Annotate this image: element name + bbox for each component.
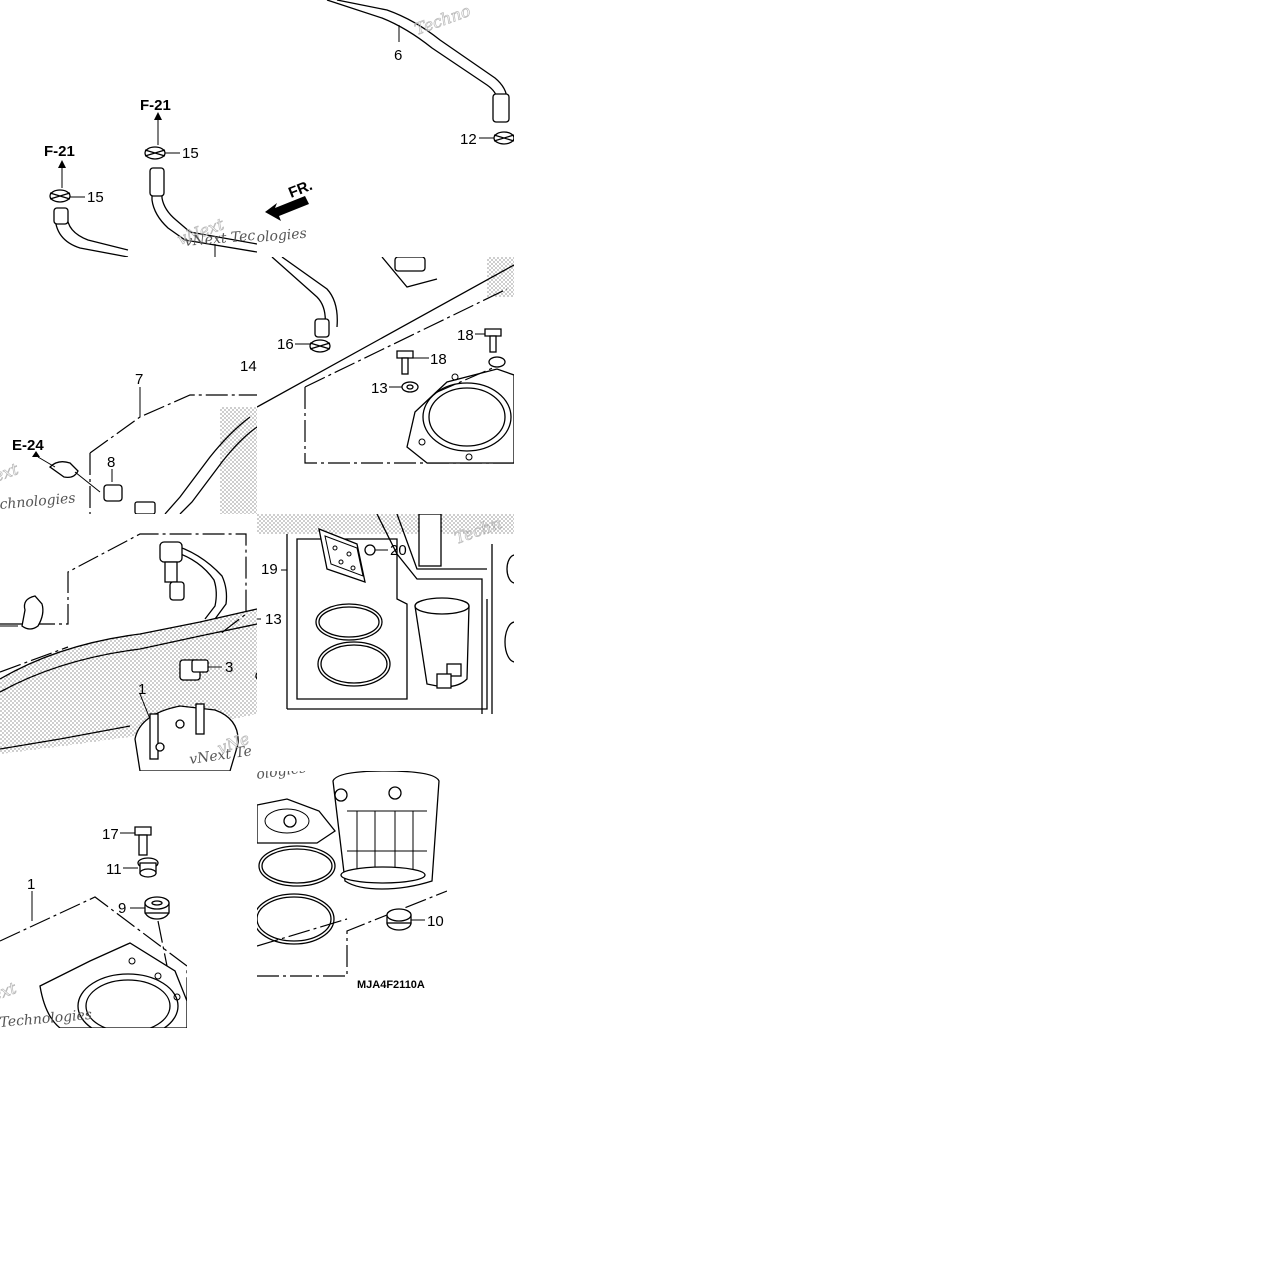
flange-bolt-icon	[484, 328, 502, 353]
hose-clamp-icon	[144, 146, 166, 160]
callout-18: 18	[430, 351, 447, 368]
front-direction-arrow-icon	[265, 196, 309, 221]
svg-text:ext: ext	[0, 459, 21, 486]
callout-18: 18	[457, 327, 474, 344]
svg-text:vNext Tec: vNext Tec	[184, 228, 256, 250]
direction-label: FR.	[286, 177, 315, 202]
rubber-grommet-icon	[144, 896, 170, 920]
fuel-line-joint-icon	[103, 484, 156, 514]
callout-16: 16	[277, 336, 294, 353]
callout-1: 1	[27, 876, 35, 893]
diagram-tile-tank-top: 3 1 vNext Te vNe	[0, 514, 257, 771]
diagram-tile-pump-flange: 16 18 18 13	[257, 257, 514, 514]
callout-10: 10	[427, 913, 444, 930]
svg-text:Techno: Techno	[412, 1, 473, 39]
ref-e24: E-24	[12, 437, 44, 454]
diagram-tile-fuel-pump-assy: 10 MJA4F2110A ologies	[257, 771, 447, 1028]
collar-icon	[137, 857, 159, 878]
flange-bolt-icon	[396, 350, 414, 375]
svg-text:ologies: ologies	[257, 771, 307, 783]
callout-20: 20	[390, 542, 407, 559]
fuel-pump-body-icon	[332, 771, 440, 890]
filter-plate-icon	[318, 527, 366, 583]
quick-connector-icon	[159, 541, 185, 601]
callout-13: 13	[371, 380, 388, 397]
fuel-pump-top-icon	[134, 703, 239, 771]
strainer-icon	[257, 798, 336, 844]
o-ring-icon	[317, 641, 391, 687]
callout-14: 14	[240, 358, 257, 375]
callout-17: 17	[102, 826, 119, 843]
callout-19: 19	[261, 561, 278, 578]
pump-holder-icon	[414, 597, 470, 689]
callout-15: 15	[182, 145, 199, 162]
rubber-grommet-icon	[386, 908, 412, 931]
clip-icon	[21, 595, 44, 630]
ref-f21: F-21	[44, 143, 75, 160]
callout-12: 12	[460, 131, 477, 148]
callout-9: 9	[118, 900, 126, 917]
svg-text:Technologies: Technologies	[0, 1007, 93, 1028]
tank-flange-icon	[39, 942, 187, 1028]
callout-1: 1	[138, 681, 146, 698]
callout-13: 13	[265, 611, 282, 628]
callout-7: 7	[135, 371, 143, 388]
diagram-tile-filter-kit: 20 19 13 Techn	[257, 514, 514, 771]
hose-clamp-icon	[309, 339, 331, 353]
svg-text:chnologies: chnologies	[0, 490, 76, 513]
svg-text:ologies: ologies	[257, 226, 307, 246]
o-ring-icon	[257, 893, 335, 945]
diagram-tile-upper-hose: 6 12 Techno FR. ologies	[257, 0, 514, 257]
diagram-tile-breather-hoses: 15 F-21 15 F-21 vNext vNext Tec	[0, 0, 257, 257]
callout-6: 6	[394, 47, 402, 64]
hose-clamp-icon	[493, 131, 514, 145]
hose-clamp-icon	[49, 189, 71, 203]
svg-text:ext: ext	[0, 978, 19, 1005]
mounting-bolt-icon	[134, 826, 152, 856]
callout-11: 11	[106, 861, 122, 878]
fuel-hose-joint-icon	[179, 659, 209, 681]
pump-flange-plate-icon	[406, 368, 514, 464]
diagram-code: MJA4F2110A	[357, 979, 425, 991]
clip-icon	[48, 461, 79, 479]
o-ring-icon	[315, 603, 383, 641]
ref-f21: F-21	[140, 97, 171, 114]
callout-8: 8	[107, 454, 115, 471]
washer-icon	[401, 381, 419, 393]
diagram-tile-pump-mount: 17 11 9 1 ext Technologies	[0, 771, 187, 1028]
callout-15: 15	[87, 189, 104, 206]
diagram-tile-fuel-line: 7 14 E-24 8 ext chnologies	[0, 257, 257, 514]
callout-3: 3	[225, 659, 233, 676]
o-ring-icon	[258, 845, 336, 887]
connector-icon	[394, 257, 426, 272]
